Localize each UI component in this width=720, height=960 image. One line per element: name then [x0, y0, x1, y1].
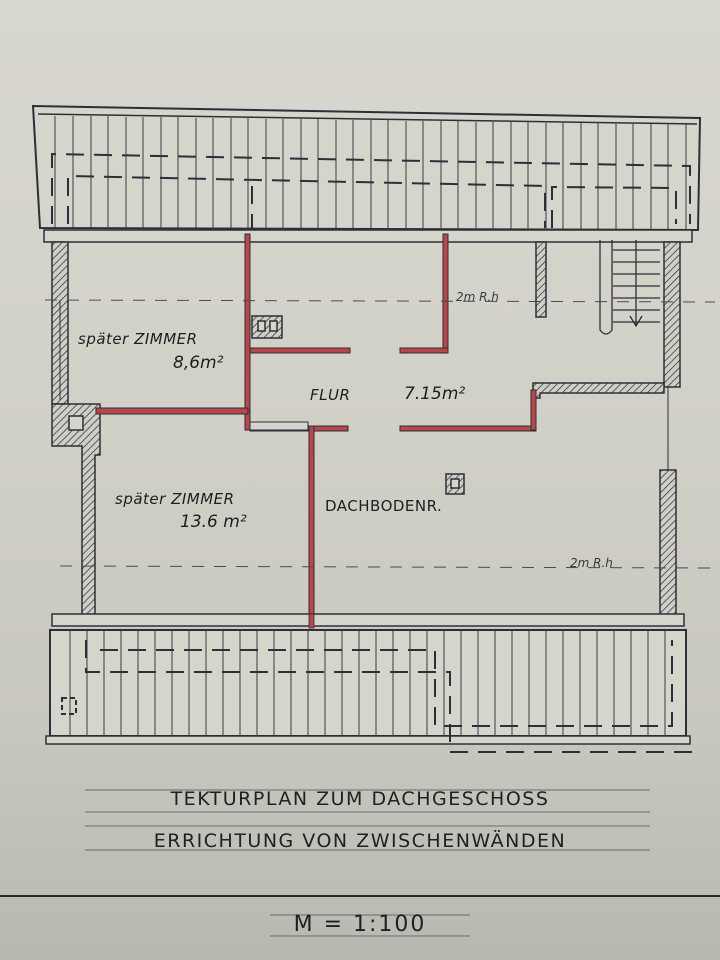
- room-area-zimmer-2: 13.6 m²: [180, 512, 247, 532]
- height-marker-upper: 2m R.h: [456, 290, 499, 304]
- plan-title: TEKTURPLAN ZUM DACHGESCHOSS: [170, 788, 550, 810]
- lower-roof-section: [45, 613, 700, 753]
- room-label-flur: FLUR: [310, 386, 351, 404]
- plan-subtitle: ERRICHTUNG VON ZWISCHENWÄNDEN: [153, 830, 567, 852]
- room-label-zimmer-2: später ZIMMER: [115, 490, 235, 508]
- room-label-zimmer-1: später ZIMMER: [78, 330, 198, 348]
- plan-scale: M = 1:100: [293, 912, 427, 937]
- title-block-lines: [0, 789, 720, 937]
- room-area-zimmer-1: 8,6m²: [173, 353, 224, 373]
- upper-roof-section: [31, 104, 702, 243]
- height-marker-lower: 2m R.h: [570, 556, 613, 570]
- staircase: [599, 240, 660, 335]
- ceiling-height-lines: [44, 299, 716, 569]
- new-partition-walls: [95, 233, 537, 627]
- room-area-flur: 7.15m²: [404, 384, 466, 404]
- room-label-dachboden: DACHBODENR.: [325, 497, 443, 515]
